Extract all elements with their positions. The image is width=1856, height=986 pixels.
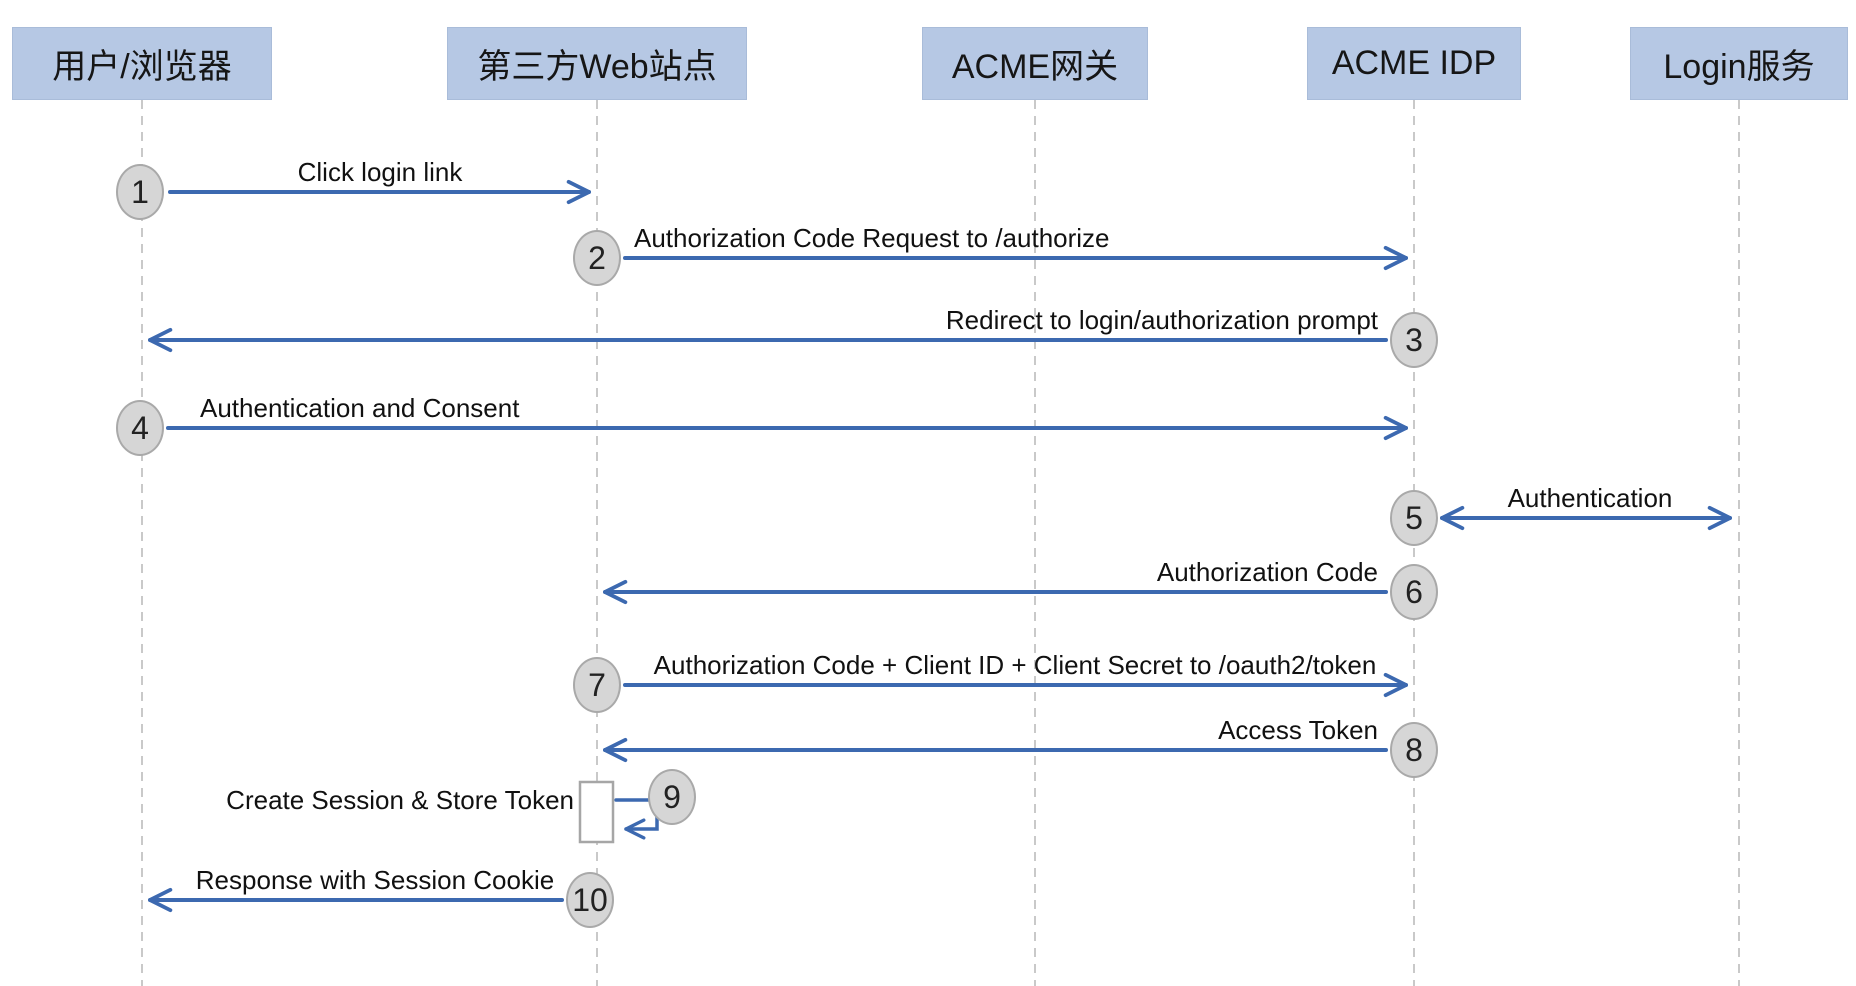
- message-3-label: Redirect to login/authorization prompt: [945, 305, 1378, 335]
- actor-label: Login服务: [1663, 48, 1815, 86]
- message-8-label: Access Token: [1218, 715, 1378, 745]
- sequence-badge-4: 4: [116, 400, 164, 456]
- actor-box-acme-gateway: ACME网关: [922, 27, 1148, 100]
- message-2-label: Authorization Code Request to /authorize: [634, 223, 1110, 253]
- sequence-badge-9: 9: [648, 769, 696, 825]
- actor-label: ACME IDP: [1331, 44, 1497, 82]
- message-7-label: Authorization Code + Client ID + Client …: [653, 650, 1377, 680]
- actor-label: 用户/浏览器: [52, 48, 232, 86]
- message-4-label: Authentication and Consent: [200, 393, 520, 423]
- sequence-badge-10: 10: [566, 872, 614, 928]
- message-10-label: Response with Session Cookie: [195, 865, 555, 895]
- actor-box-login-service: Login服务: [1630, 27, 1848, 100]
- sequence-badge-8: 8: [1390, 722, 1438, 778]
- sequence-badge-6: 6: [1390, 564, 1438, 620]
- sequence-badge-2: 2: [573, 230, 621, 286]
- sequence-badge-1: 1: [116, 164, 164, 220]
- actor-box-user-browser: 用户/浏览器: [12, 27, 272, 100]
- message-6-label: Authorization Code: [1156, 557, 1378, 587]
- actor-box-thirdparty-web: 第三方Web站点: [447, 27, 747, 100]
- sequence-badge-7: 7: [573, 657, 621, 713]
- message-5-label: Authentication: [1507, 483, 1673, 513]
- message-9-label: Create Session & Store Token: [226, 785, 574, 815]
- actor-label: 第三方Web站点: [477, 48, 717, 86]
- message-1-label: Click login link: [297, 157, 463, 187]
- activation-box: [578, 780, 615, 844]
- actor-box-acme-idp: ACME IDP: [1307, 27, 1521, 100]
- sequence-badge-5: 5: [1390, 490, 1438, 546]
- actor-label: ACME网关: [951, 48, 1119, 86]
- sequence-badge-3: 3: [1390, 312, 1438, 368]
